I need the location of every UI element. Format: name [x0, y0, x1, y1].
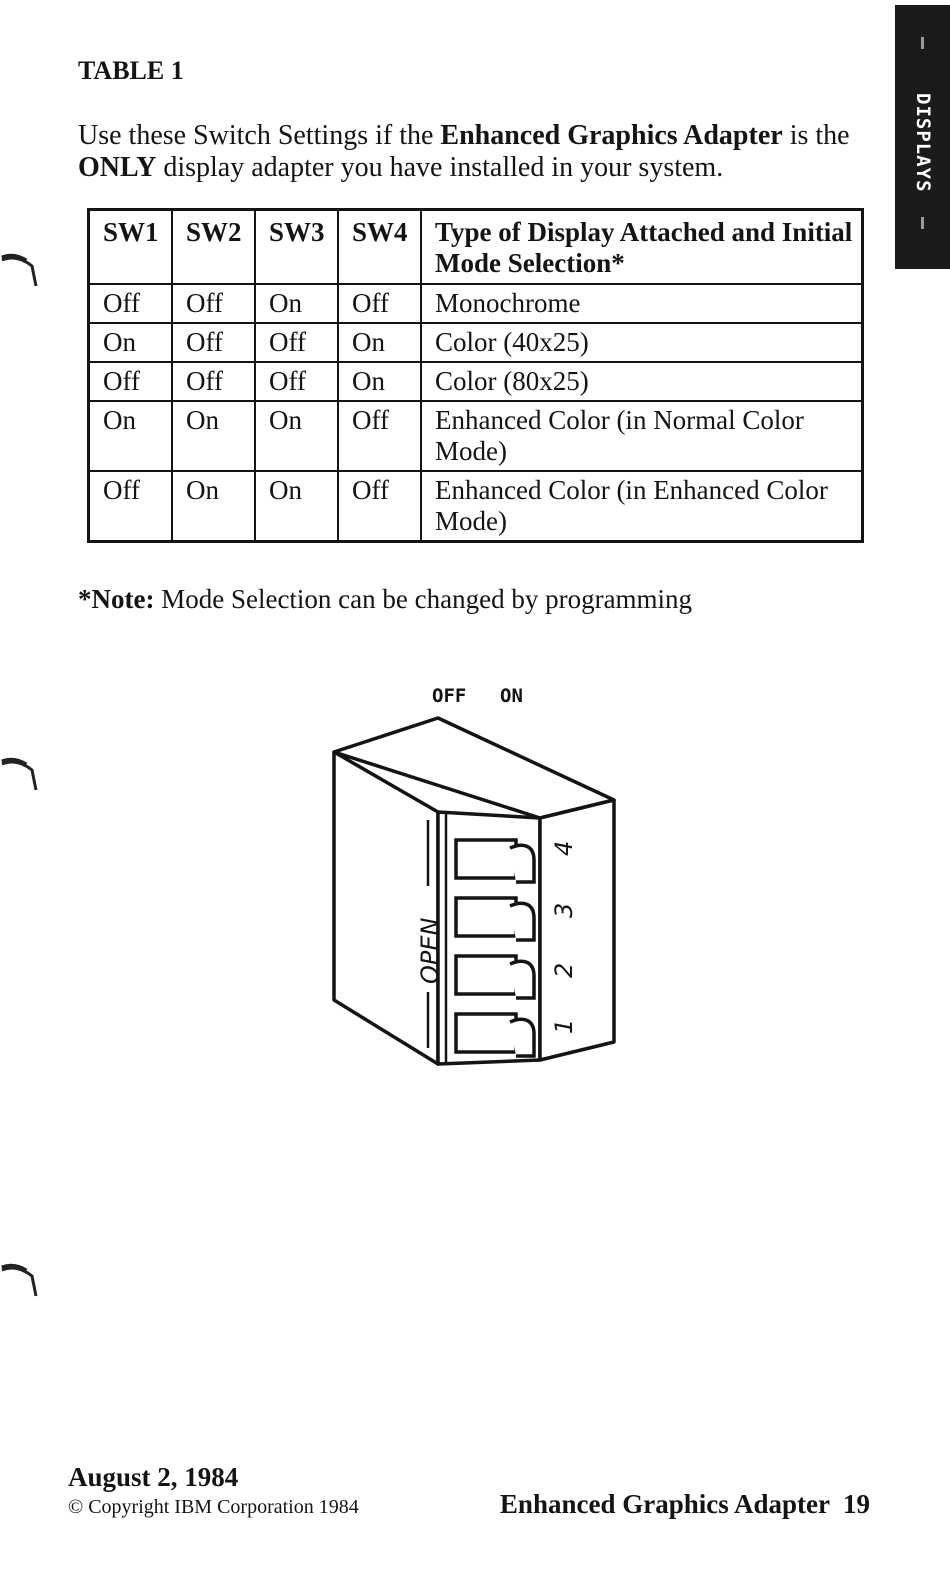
table-cell: On [171, 400, 256, 472]
footer-copyright: © Copyright IBM Corporation 1984 [68, 1496, 359, 1518]
section-tab: DISPLAYS [895, 5, 950, 269]
table-cell: On [337, 361, 422, 402]
switch-settings-table: SW1 SW2 SW3 SW4 Type of Display Attached… [87, 208, 864, 543]
dip-switch-diagram: OFF ON OPEN [332, 685, 616, 1066]
table-cell: Enhanced Color (in Enhanced Color Mode) [420, 470, 864, 543]
header-sw3: SW3 [254, 208, 339, 285]
table-cell: On [87, 322, 173, 363]
mode-note: *Note: Mode Selection can be changed by … [78, 584, 692, 615]
table-cell: Off [254, 322, 339, 363]
table-heading: TABLE 1 [78, 56, 184, 85]
note-text: Mode Selection can be changed by program… [154, 584, 693, 614]
header-sw2: SW2 [171, 208, 256, 285]
switch-number-2: 2 [550, 963, 578, 978]
table-row: Off Off On Off Monochrome [87, 283, 864, 324]
table-cell: Off [171, 361, 256, 402]
binder-hole-mark [1, 253, 38, 287]
table-cell: On [254, 470, 339, 543]
off-label: OFF [432, 685, 466, 707]
table-cell: On [87, 400, 173, 472]
table-cell: On [337, 322, 422, 363]
table-row: Off Off Off On Color (80x25) [87, 361, 864, 402]
table-cell: Off [87, 470, 173, 543]
rocker-switch [454, 1012, 536, 1058]
table-cell: Off [254, 361, 339, 402]
table-cell: Enhanced Color (in Normal Color Mode) [420, 400, 864, 472]
table-cell: Off [171, 283, 256, 324]
table-cell: Off [87, 361, 173, 402]
intro-text: is the [782, 120, 850, 151]
table-row: Off On On Off Enhanced Color (in Enhance… [87, 470, 864, 543]
table-cell: Off [171, 322, 256, 363]
on-label: ON [500, 685, 523, 707]
intro-paragraph: Use these Switch Settings if the Enhance… [78, 120, 878, 184]
tab-tick-mark [921, 217, 924, 229]
switch-number-3: 3 [550, 903, 578, 918]
switch-number-1: 1 [550, 1019, 578, 1034]
table-cell: On [254, 283, 339, 324]
switch-number-4: 4 [550, 841, 578, 856]
table-cell: Off [87, 283, 173, 324]
table-cell: Off [337, 283, 422, 324]
footer-date: August 2, 1984 [68, 1462, 239, 1492]
table-cell: Off [337, 400, 422, 472]
rocker-switch [454, 896, 536, 942]
footer-page-title: Enhanced Graphics Adapter 19 [499, 1489, 870, 1519]
table-cell: On [254, 400, 339, 472]
header-sw4: SW4 [337, 208, 422, 285]
section-tab-label: DISPLAYS [912, 93, 934, 193]
binder-hole-mark [1, 1263, 38, 1297]
table-row: On Off Off On Color (40x25) [87, 322, 864, 363]
rocker-switches [454, 838, 536, 1058]
binder-hole-mark [1, 757, 38, 791]
note-label: *Note: [78, 584, 155, 614]
intro-bold-adapter: Enhanced Graphics Adapter [440, 120, 783, 151]
table-header-row: SW1 SW2 SW3 SW4 Type of Display Attached… [87, 208, 864, 285]
header-sw1: SW1 [87, 208, 173, 285]
table-cell: Color (40x25) [420, 322, 864, 363]
intro-text: Use these Switch Settings if the [78, 120, 441, 151]
header-display-type: Type of Display Attached and Initial Mod… [420, 208, 864, 285]
intro-bold-only: ONLY [78, 152, 157, 183]
table-row: On On On Off Enhanced Color (in Normal C… [87, 400, 864, 472]
table-cell: Color (80x25) [420, 361, 864, 402]
table-cell: On [171, 470, 256, 543]
table-cell: Off [337, 470, 422, 543]
switch-body [332, 716, 616, 1066]
table-cell: Monochrome [420, 283, 864, 324]
rocker-switch [454, 838, 536, 884]
rocker-switch [454, 954, 536, 1000]
intro-text: display adapter you have installed in yo… [156, 152, 724, 183]
open-label: OPEN [416, 917, 444, 984]
tab-tick-mark [921, 37, 924, 49]
